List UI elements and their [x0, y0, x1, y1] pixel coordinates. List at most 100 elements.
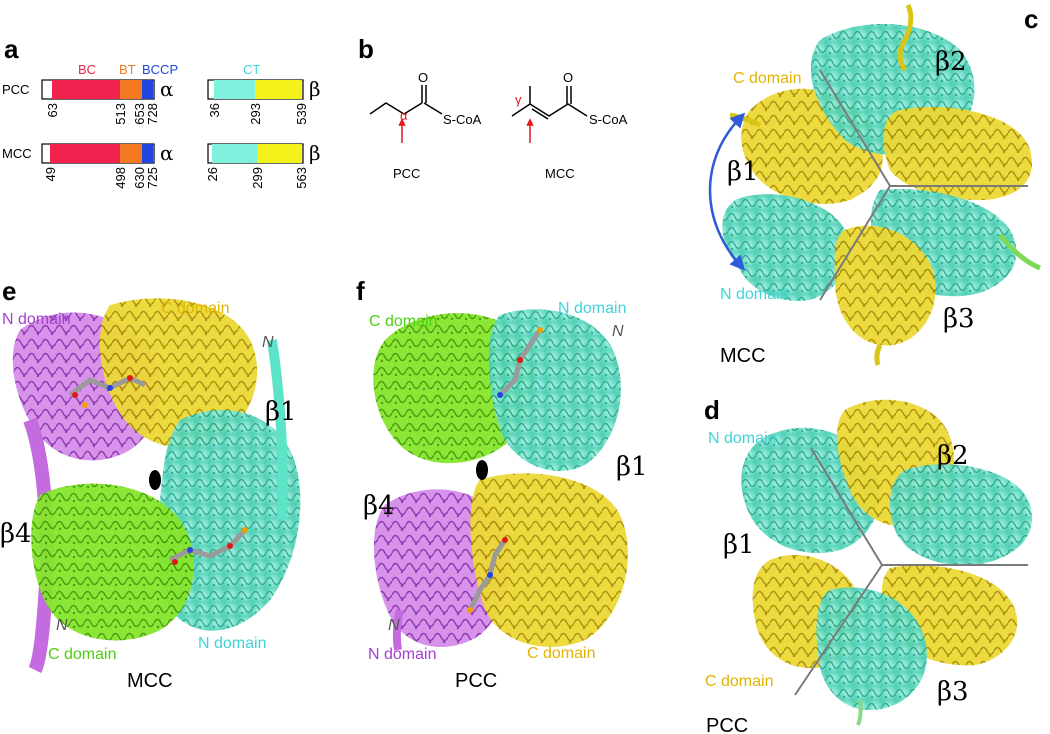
mcc-beta-symbol: β: [309, 141, 321, 165]
mcc-structure: [511, 86, 588, 143]
mcc-alpha-num-3: 630: [132, 167, 147, 189]
pcc-beta-bar: [207, 79, 304, 100]
pcc-ct-c-segment: [255, 80, 302, 99]
mcc-beta-num-3: 563: [294, 167, 309, 189]
c-beta3-label: β3: [943, 304, 975, 334]
ct-domain-label: CT: [243, 62, 260, 77]
mcc-ct-c-segment: [257, 144, 302, 163]
panel-e: e N domain C domain N β1: [0, 276, 301, 692]
f-n-terminus-top: N: [612, 323, 624, 340]
pcc-beta-num-1: 36: [207, 103, 222, 117]
pcc-alpha-symbol: α: [160, 77, 174, 101]
pcc-substrate-name: PCC: [393, 166, 420, 181]
f-c-domain-top-label: C domain: [369, 313, 437, 330]
d-beta3-label: β3: [937, 677, 969, 707]
pcc-bccp-segment: [142, 80, 153, 99]
pcc-alpha-position: α: [400, 108, 408, 123]
e-caption: MCC: [127, 670, 173, 692]
panel-label-d: d: [704, 395, 720, 425]
mcc-bt-segment: [120, 144, 142, 163]
d-dividers: [794, 447, 1028, 696]
panel-label-a: a: [4, 34, 19, 64]
mcc-alpha-symbol: α: [160, 141, 174, 165]
c-beta3-c-domain: [834, 225, 936, 346]
panel-label-c: c: [1024, 4, 1038, 34]
pcc-beta-num-3: 539: [294, 103, 309, 125]
mcc-bccp-segment: [142, 144, 153, 163]
mcc-alpha-bar: [41, 143, 155, 164]
pcc-structure: [369, 85, 443, 143]
mcc-alpha-num-2: 498: [113, 167, 128, 189]
c-beta2-c-domain: [883, 106, 1032, 200]
f-cyan-n-domain: [488, 309, 621, 471]
mcc-row-label: MCC: [2, 146, 32, 161]
e-beta4-label: β4: [0, 519, 32, 549]
e-green-c-domain: [31, 483, 194, 641]
e-n-terminus-top: N: [262, 334, 274, 351]
e-c-domain-top-label: C domain: [161, 300, 229, 317]
d-beta2-n-domain: [889, 464, 1032, 566]
f-n-terminus-bottom: N: [388, 617, 400, 634]
e-twofold-axis-symbol: [149, 470, 161, 490]
f-twofold-axis-symbol: [476, 460, 488, 480]
pcc-row-label: PCC: [2, 82, 29, 97]
pcc-alpha-num-1: 63: [45, 103, 60, 117]
pcc-beta-num-2: 293: [248, 103, 263, 125]
bc-domain-label: BC: [78, 62, 96, 77]
panel-a: a BC BT BCCP CT PCC α β 63 513 653 728 3…: [2, 34, 321, 189]
e-ligand-bottom: [168, 527, 248, 565]
f-c-domain-bottom-label: C domain: [527, 645, 595, 662]
mcc-scoa-label: S-CoA: [589, 112, 628, 127]
mcc-beta-dimer-side-view: [12, 298, 301, 674]
d-helix-bottom: [856, 699, 863, 726]
f-caption: PCC: [455, 670, 497, 692]
mcc-substrate-name: MCC: [545, 166, 575, 181]
pcc-alpha-num-2: 513: [113, 103, 128, 125]
mcc-beta-hexamer-top-view: [722, 3, 1041, 366]
c-helix-top: [897, 3, 914, 72]
panel-d: d N domain C domain β1 β2 β3 PCC: [704, 395, 1032, 734]
e-n-domain-bottom-label: N domain: [198, 635, 266, 652]
e-n-domain-top-label: N domain: [2, 311, 70, 328]
mcc-alpha-num-1: 49: [43, 167, 58, 181]
mcc-gamma-position: γ: [515, 92, 522, 107]
f-n-domain-bottom-label: N domain: [368, 646, 436, 663]
pcc-alpha-num-3: 653: [132, 103, 147, 125]
f-violet-helix: [392, 609, 404, 651]
panel-c: c C domain N domain β1: [708, 3, 1041, 367]
panel-f: f C domain N domain N β1 β4 N: [356, 276, 648, 692]
e-ligand-top: [68, 375, 147, 408]
panel-label-b: b: [358, 34, 374, 64]
pcc-beta-symbol: β: [309, 77, 321, 101]
pcc-scoa-label: S-CoA: [443, 112, 482, 127]
f-ligand-top: [497, 327, 543, 398]
f-beta1-label: β1: [616, 452, 648, 482]
bt-domain-label: BT: [119, 62, 136, 77]
mcc-beta-num-2: 299: [250, 167, 265, 189]
f-beta4-label: β4: [363, 491, 395, 521]
pcc-carbonyl-o: O: [418, 70, 428, 85]
d-beta2-label: β2: [937, 441, 969, 471]
f-ligand-bottom: [467, 537, 508, 613]
pcc-alpha-num-4: 728: [145, 103, 160, 125]
d-beta3-n-domain: [816, 587, 927, 710]
panel-b: b O S-CoA α PCC O S-CoA γ MCC: [358, 34, 628, 181]
c-helix-right: [998, 233, 1041, 271]
c-beta2-label: β2: [935, 47, 967, 77]
panel-label-f: f: [356, 276, 365, 306]
c-helix-bottom: [874, 343, 883, 366]
mcc-beta-bar: [207, 143, 304, 164]
bccp-domain-label: BCCP: [142, 62, 178, 77]
pcc-beta-hexamer-top-view: [741, 399, 1032, 726]
e-c-domain-bottom-label: C domain: [48, 646, 116, 663]
mcc-beta-num-1: 26: [205, 167, 220, 181]
c-beta1-n-domain: [722, 194, 851, 301]
c-c-domain-label: C domain: [733, 70, 801, 87]
d-n-domain-label: N domain: [708, 430, 776, 447]
c-dividers: [819, 69, 1028, 301]
mcc-bc-segment: [50, 144, 120, 163]
mcc-alpha-num-4: 725: [145, 167, 160, 189]
d-beta1-label: β1: [723, 530, 755, 560]
c-caption: MCC: [720, 345, 766, 367]
